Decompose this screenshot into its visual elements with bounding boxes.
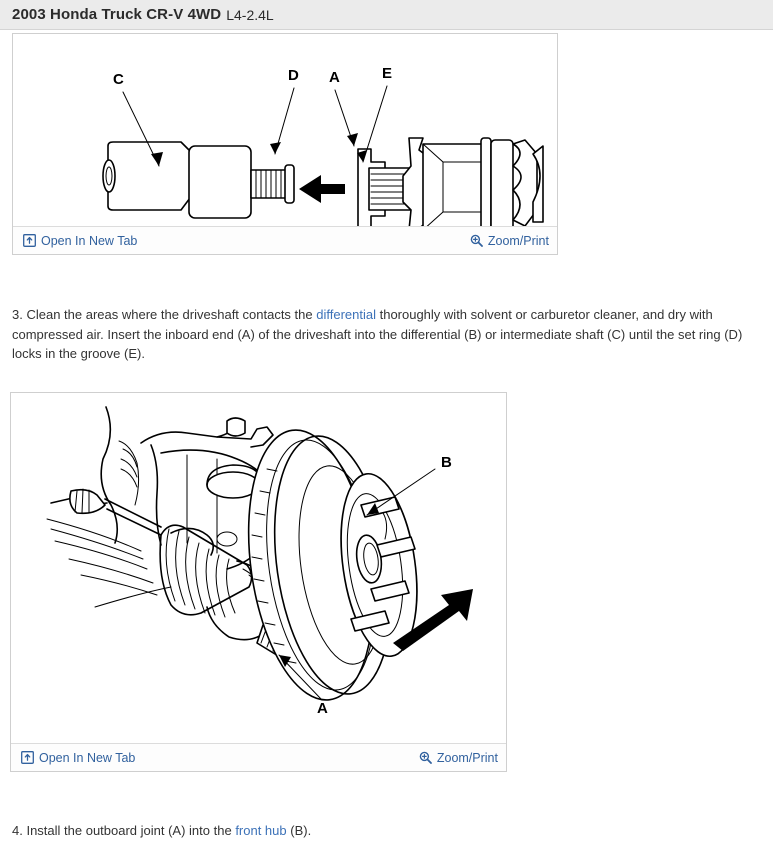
open-in-new-tab-label-2: Open In New Tab (39, 750, 136, 765)
figure-2-callout-b: B (441, 454, 452, 471)
technical-diagram-2: B A (11, 393, 506, 743)
front-hub-link[interactable]: front hub (235, 823, 287, 838)
differential-link[interactable]: differential (316, 307, 376, 322)
zoom-print-label-1: Zoom/Print (487, 233, 549, 248)
figure-panel-front-hub: B A Open In New Tab Z (10, 392, 507, 772)
open-in-new-tab-button-1[interactable]: Open In New Tab (23, 234, 137, 248)
figure-1-callout-e: E (382, 65, 392, 82)
figure-2-toolbar: Open In New Tab Zoom/Print (11, 743, 506, 771)
magnifier-plus-icon (470, 234, 483, 247)
figure-1-callout-a: A (329, 69, 340, 86)
page-header: 2003 Honda Truck CR-V 4WD L4-2.4L (0, 0, 773, 30)
technical-diagram-1: C D A E (13, 34, 557, 226)
step-4-text-part1: Install the outboard joint (A) into the (22, 823, 236, 838)
figure-2-callout-a: A (317, 700, 328, 717)
open-in-new-tab-button-2[interactable]: Open In New Tab (21, 751, 135, 765)
open-in-new-tab-label-1: Open In New Tab (41, 233, 138, 248)
figure-panel-driveshaft-differential: C D A E Open In New Tab (12, 33, 558, 255)
instruction-step-3: 3. Clean the areas where the driveshaft … (12, 305, 764, 364)
zoom-print-label-2: Zoom/Print (436, 750, 498, 765)
step-3-text-part2: thoroughly with solvent or carburetor cl… (12, 307, 743, 361)
external-window-icon (21, 751, 34, 764)
step-4-number: 4. (12, 823, 23, 838)
figure-1-callout-c: C (113, 71, 124, 88)
driveshaft-differential-drawing: C D A E (102, 65, 544, 226)
step-3-number: 3. (12, 307, 23, 322)
external-window-icon (23, 234, 36, 247)
zoom-print-button-2[interactable]: Zoom/Print (419, 751, 498, 765)
zoom-print-button-1[interactable]: Zoom/Print (470, 234, 549, 248)
step-3-text-part1: Clean the areas where the driveshaft con… (22, 307, 317, 322)
figure-1-toolbar: Open In New Tab Zoom/Print (13, 226, 557, 254)
figure-1-callout-d: D (288, 67, 299, 84)
vehicle-title: 2003 Honda Truck CR-V 4WD (12, 6, 222, 23)
front-hub-driveshaft-drawing: B A (46, 406, 473, 717)
step-4-text-part2: (B). (286, 823, 312, 838)
instruction-step-4: 4. Install the outboard joint (A) into t… (12, 821, 764, 841)
vehicle-engine-label: L4-2.4L (226, 6, 274, 23)
magnifier-plus-icon (419, 751, 432, 764)
